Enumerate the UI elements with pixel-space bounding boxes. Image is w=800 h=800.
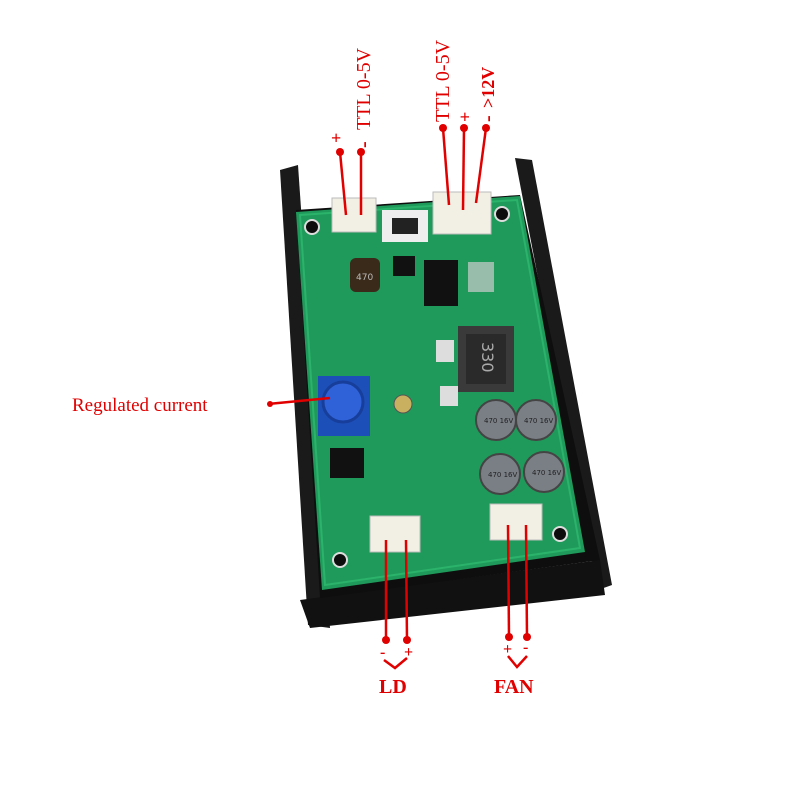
power-minus-label: - [477,115,499,122]
cap-marking: 470 16V [484,417,513,425]
ld-plus-label: + [404,644,413,661]
annotation-fan: + - FAN [494,524,534,698]
annotation-ld: - + LD [379,539,413,698]
connector-ttl-left [331,197,377,233]
regulated-current-label: Regulated current [72,395,208,416]
annotation-ttl-left: + - TTL 0-5V [331,47,375,216]
annotation-ttl-power: TTL 0-5V + - >12V [432,39,499,211]
cap-marking: 470 16V [532,469,561,477]
power-label: >12V [478,67,498,108]
cap-marking: 470 16V [488,471,517,479]
inductor-small-marking: 470 [356,273,373,283]
pcb-board: 470 330 470 16V 470 16V 470 16V 470 16V [296,191,585,590]
connector-fan [489,503,543,541]
cap-marking: 470 16V [524,417,553,425]
ttl-right-label: TTL 0-5V [432,39,454,122]
connector-ld [369,515,421,553]
ttl-right-plus-label: + [455,112,475,122]
ttl-left-label: TTL 0-5V [353,47,375,130]
ld-minus-label: - [380,644,385,661]
fan-minus-label: - [523,639,528,656]
fan-plus-label: + [503,641,512,658]
annotation-regulated-current: Regulated current [72,395,331,416]
capacitors: 470 16V 470 16V 470 16V 470 16V [475,399,565,495]
fan-label: FAN [494,676,534,698]
ttl-left-minus-label: - [353,141,375,148]
inductor-large-marking: 330 [478,342,497,373]
ld-label: LD [379,676,407,698]
ttl-left-plus-label: + [331,128,341,148]
